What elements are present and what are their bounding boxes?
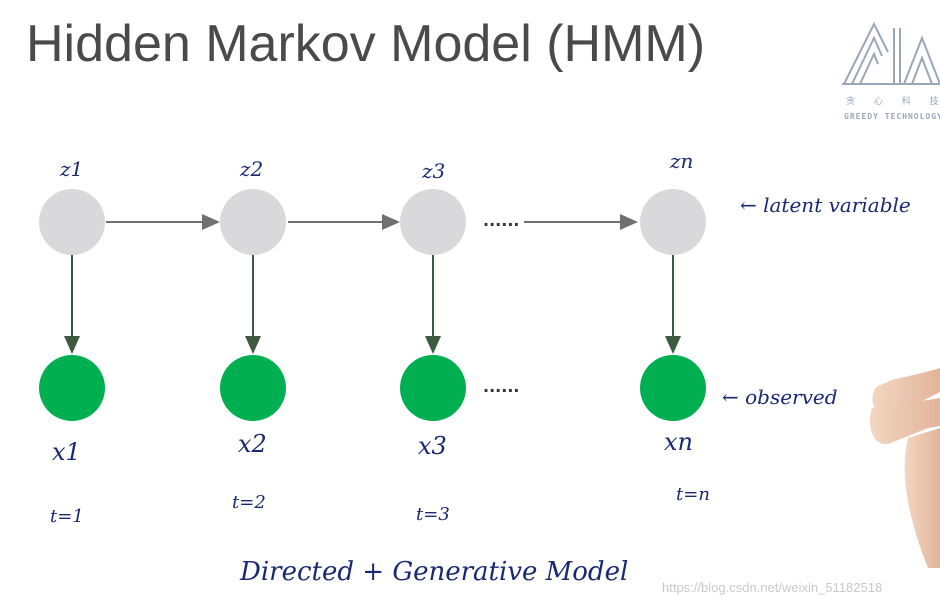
observed-label-3: x3 (418, 432, 447, 460)
time-label-2: t=2 (232, 492, 266, 513)
observed-node-2 (220, 355, 286, 421)
logo-english-text: GREEDY TECHNOLOGY (844, 112, 940, 121)
observed-label-1: x1 (52, 438, 81, 466)
observed-label-n: xn (664, 428, 693, 456)
bottom-caption: Directed + Generative Model (239, 557, 628, 587)
observed-node-1 (39, 355, 105, 421)
presenter-hand-icon (869, 368, 940, 568)
latent-node-3 (400, 189, 466, 255)
latent-annotation: ← latent variable (740, 193, 911, 217)
latent-label-2: z2 (239, 157, 263, 181)
latent-node-n (640, 189, 706, 255)
latent-node-1 (39, 189, 105, 255)
logo-chinese-text: 贪 心 科 技 (846, 97, 940, 107)
latent-label-3: z3 (421, 159, 445, 183)
observed-node-n (640, 355, 706, 421)
latent-label-1: z1 (59, 157, 83, 181)
observed-node-3 (400, 355, 466, 421)
latent-ellipsis: ...... (483, 211, 519, 230)
observed-ellipsis: ...... (483, 377, 519, 396)
observed-label-2: x2 (238, 430, 267, 458)
latent-node-2 (220, 189, 286, 255)
watermark-url: https://blog.csdn.net/weixin_51182518 (662, 580, 883, 595)
time-label-3: t=3 (416, 504, 450, 525)
logo-mark-icon (842, 21, 940, 85)
logo: 贪 心 科 技 GREEDY TECHNOLOGY (838, 18, 940, 128)
time-label-n: t=n (676, 484, 710, 505)
observed-annotation: ← observed (722, 385, 838, 409)
time-label-1: t=1 (50, 506, 84, 527)
latent-label-n: zn (669, 149, 693, 173)
page-title: Hidden Markov Model (HMM) (26, 15, 706, 73)
